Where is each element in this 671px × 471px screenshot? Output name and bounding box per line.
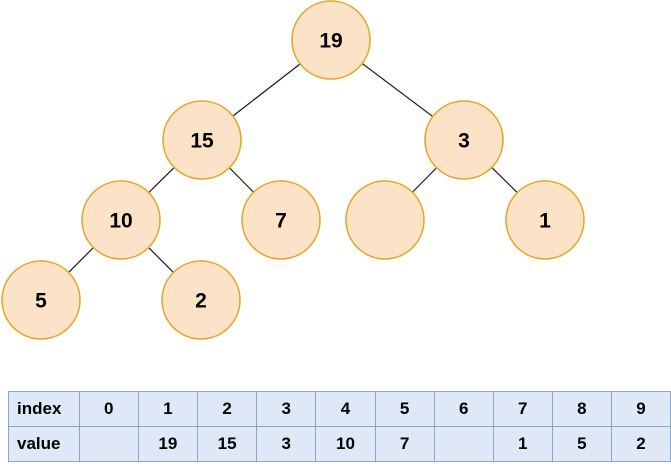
tree-node-circle — [345, 180, 425, 260]
tree-node[interactable] — [345, 180, 425, 260]
tree-edge — [491, 166, 518, 194]
table-cell[interactable] — [78, 426, 139, 462]
row-header-label: index — [8, 391, 80, 427]
tree-node-circle — [505, 180, 585, 260]
table-cell[interactable]: 6 — [433, 391, 494, 427]
tree-edge — [148, 166, 175, 194]
tree-edge — [148, 247, 174, 273]
row-header-label: value — [8, 426, 80, 462]
tree-edges-group — [68, 62, 518, 273]
table-cell[interactable]: 1 — [137, 391, 199, 427]
table-cell[interactable]: 3 — [256, 426, 317, 462]
tree-node-circle — [161, 260, 241, 340]
tree-node[interactable]: 2 — [161, 260, 241, 340]
table-cell[interactable]: 5 — [551, 426, 612, 462]
tree-node[interactable]: 1 — [505, 180, 585, 260]
tree-edge — [361, 62, 434, 118]
tree-node-label: 19 — [319, 30, 342, 53]
table-cell[interactable]: 19 — [137, 426, 199, 462]
tree-node-circle — [1, 260, 81, 340]
tree-node-circle — [424, 100, 504, 180]
tree-node[interactable]: 19 — [291, 0, 371, 80]
table-cell[interactable]: 0 — [78, 391, 139, 427]
tree-node-circle — [291, 0, 371, 80]
tree-node-label: 15 — [190, 130, 214, 153]
tree-node[interactable]: 15 — [162, 100, 242, 180]
table-cell[interactable]: 1 — [492, 426, 553, 462]
table-cell[interactable]: 9 — [610, 391, 671, 427]
tree-edge — [228, 167, 255, 193]
tree-edge — [68, 247, 94, 273]
tree-node-label: 5 — [35, 290, 47, 313]
table-cell[interactable]: 5 — [374, 391, 435, 427]
table-cell[interactable]: 4 — [315, 391, 376, 427]
table-cell[interactable] — [433, 426, 494, 462]
tree-node-label: 1 — [539, 210, 551, 233]
tree-node-circle — [162, 100, 242, 180]
table-cell[interactable]: 2 — [196, 391, 258, 427]
tree-node-label: 2 — [195, 290, 207, 313]
tree-edge — [411, 167, 438, 193]
tree-node-label: 3 — [458, 130, 470, 153]
table-cell[interactable]: 3 — [256, 391, 317, 427]
tree-node-circle — [241, 180, 321, 260]
table-cell[interactable]: 2 — [610, 426, 671, 462]
tree-node-circle — [81, 180, 161, 260]
tree-node[interactable]: 10 — [81, 180, 161, 260]
table-cell[interactable]: 10 — [315, 426, 376, 462]
tree-node[interactable]: 3 — [424, 100, 504, 180]
table-cell[interactable]: 7 — [374, 426, 435, 462]
tree-node[interactable]: 5 — [1, 260, 81, 340]
tree-node-label: 10 — [109, 210, 132, 233]
tree-node-label: 7 — [275, 210, 287, 233]
table-cell[interactable]: 15 — [196, 426, 258, 462]
table-cell[interactable]: 7 — [492, 391, 553, 427]
tree-edge — [232, 63, 301, 117]
table-cell[interactable]: 8 — [551, 391, 612, 427]
tree-node[interactable]: 7 — [241, 180, 321, 260]
